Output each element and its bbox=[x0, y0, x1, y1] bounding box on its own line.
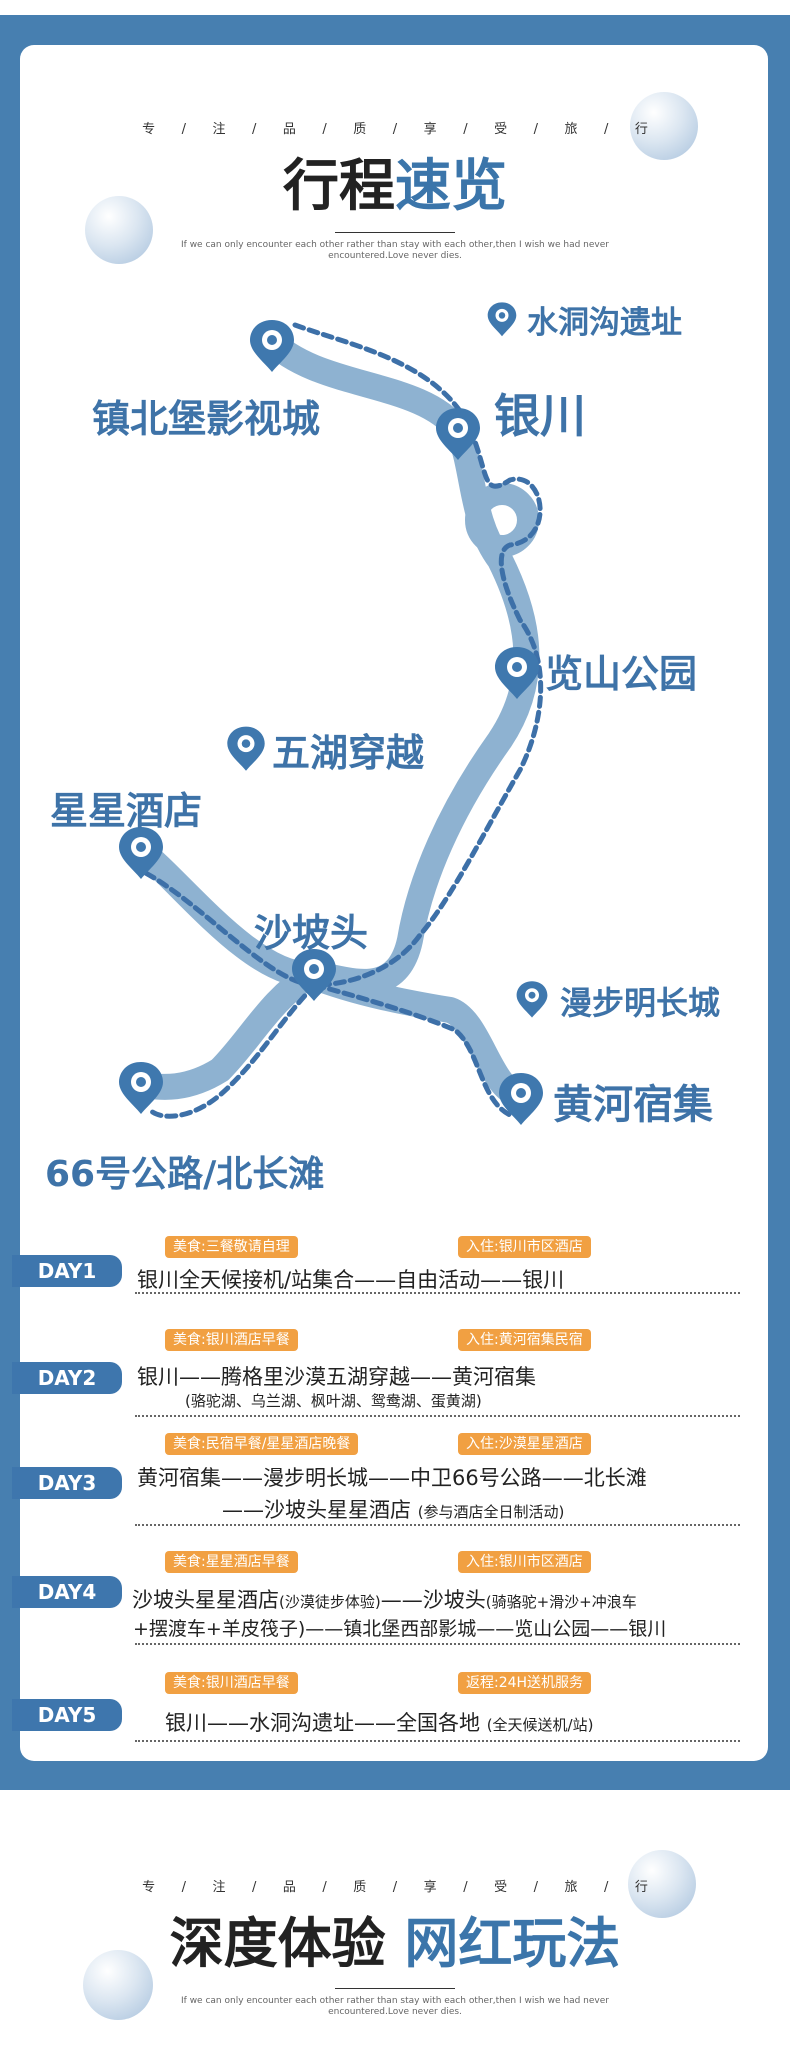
slogan: 专/注/品/质/享/受/旅/行 bbox=[0, 118, 790, 137]
day-badge: DAY3 bbox=[12, 1467, 122, 1499]
stay-tag: 入住:银川市区酒店 bbox=[458, 1236, 591, 1258]
title-rule bbox=[335, 232, 455, 233]
day-route-part: ——沙坡头星星酒店 bbox=[222, 1498, 411, 1522]
decor-bubble bbox=[630, 92, 698, 160]
decor-bubble bbox=[83, 1950, 153, 2020]
day-route-part: 沙坡头星星酒店 bbox=[132, 1588, 279, 1612]
dotted-divider bbox=[135, 1740, 740, 1742]
section-title: 深度体验 网红玩法 bbox=[0, 1910, 790, 1978]
route-dash bbox=[137, 322, 544, 1119]
dotted-divider bbox=[135, 1292, 740, 1294]
slogan-char: 行 bbox=[634, 1880, 648, 1895]
page-title: 行程速览 bbox=[0, 152, 790, 222]
slogan-char: 质 bbox=[353, 122, 367, 137]
subtitle: If we can only encounter each other rath… bbox=[181, 1996, 609, 2017]
day-route-note: (骆驼湖、乌兰湖、枫叶湖、鸳鸯湖、蛋黄湖) bbox=[185, 1392, 482, 1410]
day-route-part: ——沙坡头 bbox=[380, 1588, 486, 1612]
food-tag: 美食:银川酒店早餐 bbox=[165, 1329, 298, 1351]
place-shapotou: 沙坡头 bbox=[254, 911, 369, 955]
day-route: 银川——腾格里沙漠五湖穿越——黄河宿集 bbox=[137, 1365, 536, 1389]
stay-tag: 入住:沙漠星星酒店 bbox=[458, 1433, 591, 1455]
day-badge: DAY4 bbox=[12, 1576, 122, 1608]
stay-tag: 入住:黄河宿集民宿 bbox=[458, 1329, 591, 1351]
slogan-char: 品 bbox=[282, 1880, 296, 1895]
day-route: 沙坡头星星酒店(沙漠徒步体验)——沙坡头(骑骆驼+滑沙+冲浪车 bbox=[132, 1584, 637, 1614]
place-manbu: 漫步明长城 bbox=[560, 984, 721, 1022]
map-pin bbox=[487, 302, 517, 337]
slogan-char: 旅 bbox=[564, 122, 578, 137]
slogan-char: 享 bbox=[423, 1880, 437, 1895]
slogan-char: 专 bbox=[142, 122, 156, 137]
day-route-part: 银川——水洞沟遗址——全国各地 bbox=[165, 1711, 480, 1735]
day-route-note: (沙漠徒步体验) bbox=[279, 1593, 381, 1611]
day-badge: DAY5 bbox=[12, 1699, 122, 1731]
day-route-note: (全天候送机/站) bbox=[486, 1716, 594, 1734]
decor-bubble bbox=[85, 196, 153, 264]
slogan-char: 旅 bbox=[564, 1880, 578, 1895]
slogan-char: 注 bbox=[212, 122, 226, 137]
stay-tag: 返程:24H送机服务 bbox=[458, 1672, 592, 1694]
slogan-char: 受 bbox=[494, 122, 508, 137]
itinerary-card bbox=[20, 45, 768, 1761]
place-zhenbeibao: 镇北堡影视城 bbox=[92, 397, 321, 441]
slogan-char: 享 bbox=[423, 122, 437, 137]
title-dark: 深度体验 bbox=[169, 1912, 386, 1975]
day-route-cont: ——沙坡头星星酒店 (参与酒店全日制活动) bbox=[222, 1494, 564, 1524]
day-route-note: (骑骆驼+滑沙+冲浪车 bbox=[485, 1593, 637, 1611]
place-road66: 66号公路/北长滩 bbox=[45, 1154, 325, 1195]
map-pin bbox=[516, 981, 548, 1018]
place-lanshan: 览山公园 bbox=[545, 652, 698, 696]
place-huanghe: 黄河宿集 bbox=[553, 1082, 713, 1128]
map-pin bbox=[227, 726, 265, 771]
food-tag: 美食:银川酒店早餐 bbox=[165, 1672, 298, 1694]
slogan-char: 受 bbox=[494, 1880, 508, 1895]
day-route: 黄河宿集——漫步明长城——中卫66号公路——北长滩 bbox=[137, 1466, 647, 1490]
food-tag: 美食:星星酒店早餐 bbox=[165, 1551, 298, 1573]
place-yinchuan: 银川 bbox=[494, 389, 586, 443]
day-route: 银川全天候接机/站集合——自由活动——银川 bbox=[137, 1268, 565, 1292]
day-badge: DAY2 bbox=[12, 1362, 122, 1394]
decor-bubble bbox=[628, 1850, 696, 1918]
slogan-char: 品 bbox=[282, 122, 296, 137]
slogan-char: 注 bbox=[212, 1880, 226, 1895]
dotted-divider bbox=[135, 1643, 740, 1645]
place-xingxing: 星星酒店 bbox=[50, 789, 203, 833]
stay-tag: 入住:银川市区酒店 bbox=[458, 1551, 591, 1573]
map-pin bbox=[119, 1062, 163, 1114]
day-badge: DAY1 bbox=[12, 1255, 122, 1287]
day-route-cont: +摆渡车+羊皮筏子)——镇北堡西部影城——览山公园——银川 bbox=[133, 1618, 667, 1640]
day-route: 银川——水洞沟遗址——全国各地 (全天候送机/站) bbox=[165, 1707, 593, 1737]
place-wuhu: 五湖穿越 bbox=[272, 731, 425, 775]
dotted-divider bbox=[135, 1415, 740, 1417]
subtitle: If we can only encounter each other rath… bbox=[181, 240, 609, 261]
slogan-char: 专 bbox=[142, 1880, 156, 1895]
slogan: 专/注/品/质/享/受/旅/行 bbox=[0, 1876, 790, 1895]
title-dark: 行程 bbox=[283, 154, 395, 219]
slogan-char: 质 bbox=[353, 1880, 367, 1895]
dotted-divider bbox=[135, 1524, 740, 1526]
route-map bbox=[119, 302, 548, 1125]
route-band bbox=[127, 327, 540, 1108]
slogan-char: 行 bbox=[634, 122, 648, 137]
map-pin bbox=[499, 1073, 543, 1125]
day-route-note: (参与酒店全日制活动) bbox=[417, 1503, 565, 1521]
food-tag: 美食:三餐敬请自理 bbox=[165, 1236, 298, 1258]
title-rule bbox=[335, 1988, 455, 1989]
food-tag: 美食:民宿早餐/星星酒店晚餐 bbox=[165, 1433, 359, 1455]
title-blue: 速览 bbox=[395, 154, 507, 219]
place-shuidonggou: 水洞沟遗址 bbox=[527, 305, 682, 341]
title-blue: 网红玩法 bbox=[404, 1912, 621, 1975]
route-loop bbox=[465, 483, 539, 557]
